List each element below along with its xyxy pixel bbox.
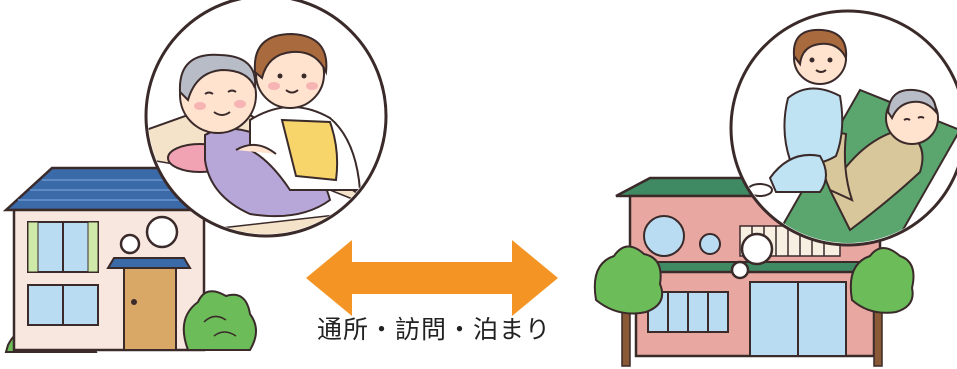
bubble-dot-small-left	[119, 233, 141, 255]
thought-bubble-rehabilitation	[729, 9, 957, 247]
facility-round-window-large	[643, 215, 685, 257]
tree-left-of-facility	[593, 245, 664, 367]
house-window-lower	[27, 284, 99, 326]
bubble-dot-large-right	[740, 232, 774, 266]
house-door	[123, 267, 177, 351]
thought-bubble-home-care	[144, 0, 388, 238]
caption-text: 通所・訪問・泊まり	[316, 315, 551, 344]
house-icon	[2, 166, 257, 353]
facility-entrance	[749, 281, 847, 357]
bubble-dot-small-right	[730, 260, 750, 280]
facility-round-window-small	[699, 233, 721, 255]
bubble-dot-large-left	[145, 215, 179, 249]
double-headed-arrow-icon	[306, 240, 558, 316]
house-window-upper	[27, 221, 99, 273]
bush-right-of-house	[182, 290, 257, 351]
tree-right-of-facility	[849, 247, 915, 367]
